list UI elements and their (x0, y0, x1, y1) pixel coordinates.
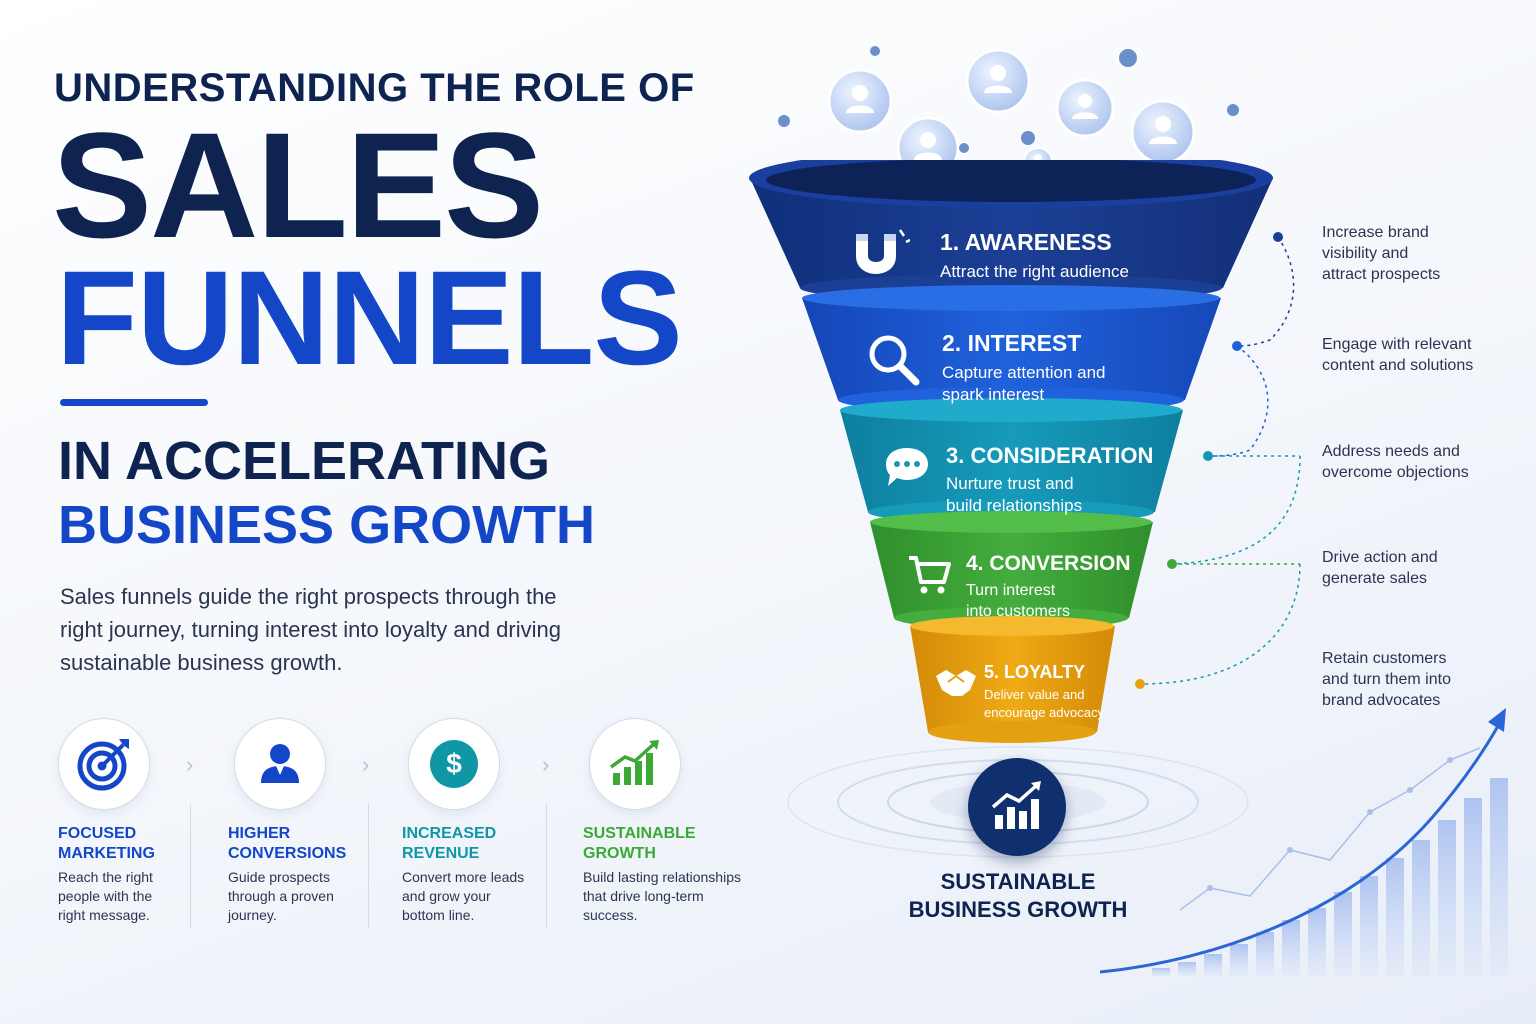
dollar-icon: $ (408, 718, 500, 810)
stage-desc: Deliver value and encourage advocacy (984, 687, 1104, 720)
growth-label: SUSTAINABLE BUSINESS GROWTH (908, 869, 1128, 922)
stage-title: 4. CONVERSION (966, 552, 1131, 575)
stage-benefit-consideration: Address needs and overcome objections (1322, 443, 1469, 481)
benefit-increased-revenue: $ INCREASED REVENUE Convert more leads a… (402, 718, 572, 925)
person-icon (234, 718, 326, 810)
benefit-desc: Convert more leads and grow your bottom … (402, 869, 525, 923)
funnel-stage-awareness: 1. AWARENESS Attract the right audience (940, 229, 1129, 282)
handshake-icon (936, 670, 976, 696)
subtitle-line-2: BUSINESS GROWTH (58, 495, 596, 555)
stage-title: 2. INTEREST (942, 330, 1082, 356)
user-avatar-icon (1130, 99, 1196, 165)
stage-desc: Turn interest into customers (966, 582, 1071, 620)
benefit-title: FOCUSED MARKETING (58, 825, 155, 862)
chevron-right-icon: › (542, 752, 550, 777)
benefit-desc: Build lasting relationships that drive l… (583, 869, 741, 923)
funnel-stage-interest: 2. INTEREST Capture attention and spark … (942, 330, 1106, 406)
user-avatar-icon (965, 48, 1031, 114)
stage-title: 1. AWARENESS (940, 229, 1112, 255)
target-icon (58, 718, 150, 810)
svg-text:$: $ (446, 748, 462, 779)
sales-funnel (749, 160, 1273, 743)
intro-paragraph: Sales funnels guide the right prospects … (60, 584, 561, 675)
benefit-higher-conversions: HIGHER CONVERSIONS Guide prospects throu… (228, 718, 398, 925)
stage-title: 5. LOYALTY (984, 662, 1086, 682)
funnel-stage-loyalty: 5. LOYALTY Deliver value and encourage a… (984, 662, 1104, 722)
title-funnels: FUNNELS (56, 244, 683, 393)
chat-bubble-icon (886, 448, 928, 486)
stage-desc: Capture attention and spark interest (942, 363, 1106, 404)
chevron-right-icon: › (362, 752, 370, 777)
benefit-desc: Reach the right people with the right me… (58, 869, 153, 923)
benefit-sustainable-growth: SUSTAINABLE GROWTH Build lasting relatio… (583, 718, 753, 925)
divider (190, 804, 191, 928)
pre-title: UNDERSTANDING THE ROLE OF (54, 66, 695, 110)
stage-title: 3. CONSIDERATION (946, 443, 1154, 468)
title-underline (60, 399, 208, 406)
background-growth-chart (1100, 708, 1508, 976)
stage-desc: Nurture trust and build relationships (946, 474, 1083, 515)
growth-badge (968, 758, 1066, 856)
stage-benefit-conversion: Drive action and generate sales (1322, 549, 1438, 587)
benefit-focused-marketing: FOCUSED MARKETING Reach the right people… (58, 718, 228, 925)
magnifier-icon (869, 335, 920, 386)
benefit-title: INCREASED REVENUE (402, 825, 497, 862)
benefit-title: SUSTAINABLE GROWTH (583, 825, 696, 862)
funnel-stage-consideration: 3. CONSIDERATION Nurture trust and build… (946, 443, 1153, 517)
stage-benefit-loyalty: Retain customers and turn them into bran… (1322, 650, 1451, 709)
chevron-right-icon: › (186, 752, 194, 777)
cart-icon (909, 556, 951, 594)
funnel-stage-conversion: 4. CONVERSION Turn interest into custome… (966, 552, 1131, 622)
magnet-icon (856, 229, 910, 274)
benefit-desc: Guide prospects through a proven journey… (228, 869, 334, 923)
user-avatar-icon (827, 68, 893, 134)
stage-benefit-awareness: Increase brand visibility and attract pr… (1322, 224, 1441, 283)
benefit-title: HIGHER CONVERSIONS (228, 825, 347, 862)
growth-chart-icon (589, 718, 681, 810)
growth-chart-icon (991, 781, 1041, 829)
title-sales: SALES (52, 101, 544, 269)
user-avatar-icon (1055, 78, 1115, 138)
stage-connectors (1135, 232, 1301, 689)
stage-desc: Attract the right audience (940, 262, 1130, 281)
subtitle-line-1: IN ACCELERATING (58, 431, 550, 491)
stage-benefit-interest: Engage with relevant content and solutio… (1322, 336, 1474, 374)
divider (546, 804, 547, 928)
divider (368, 804, 369, 928)
